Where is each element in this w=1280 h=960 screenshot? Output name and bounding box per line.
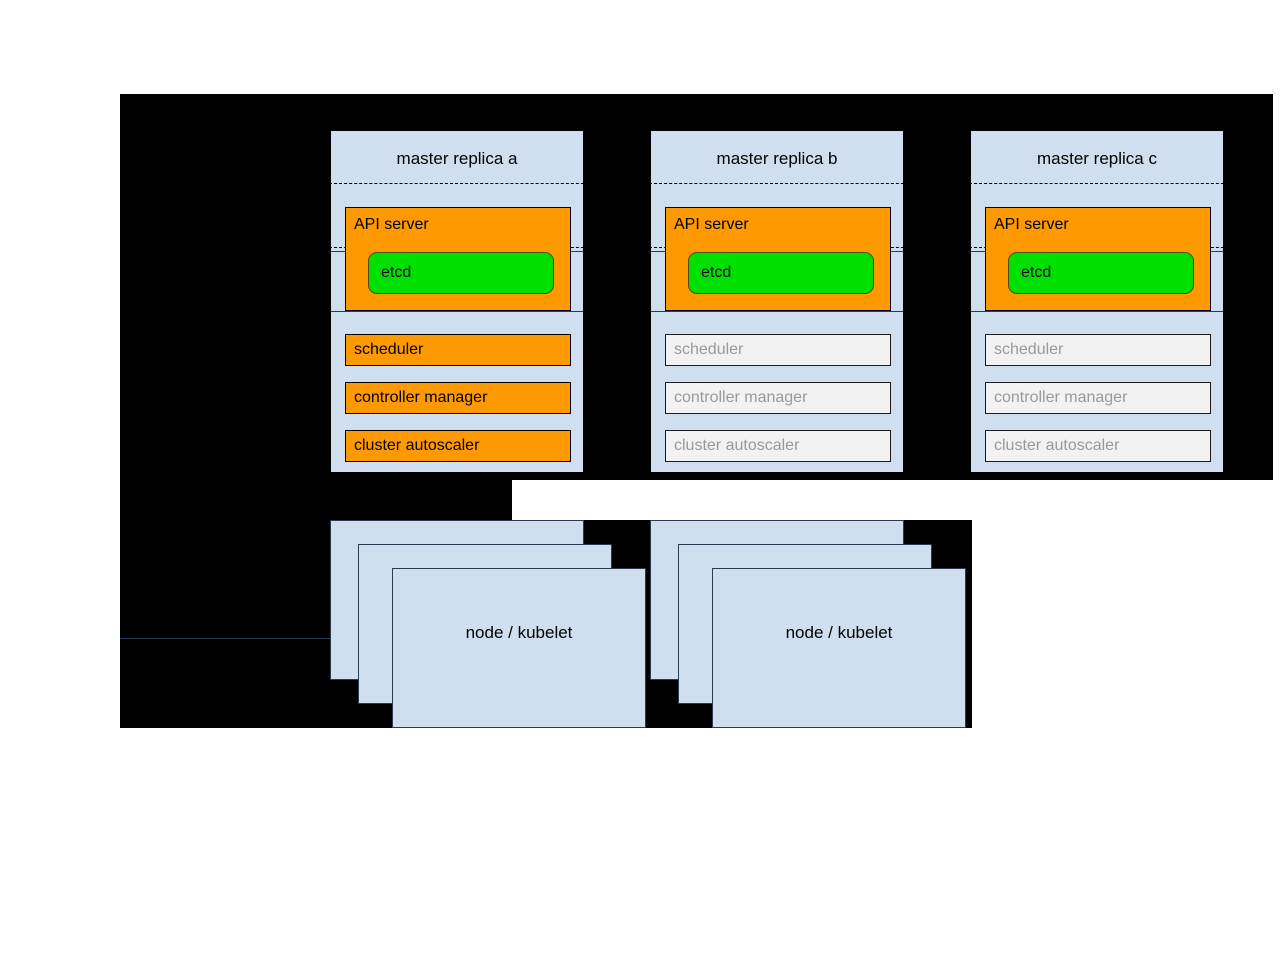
node-stack-right-card-front[interactable]: node / kubelet [712,568,966,728]
replica-a-api-server-label: API server [354,216,429,233]
replica-a-api-server-block[interactable]: API server etcd [345,207,571,311]
replica-b-cluster-autoscaler[interactable]: cluster autoscaler [665,430,891,462]
node-stack-left-label: node / kubelet [465,623,573,642]
replica-c-rule-lower [971,311,1223,312]
replica-c-etcd-box[interactable]: etcd [1008,252,1194,294]
replica-c-api-server-label: API server [994,216,1069,233]
replica-c-divider-top [971,183,1223,184]
replica-c-etcd-label: etcd [1021,264,1052,281]
replica-b-api-server-label: API server [674,216,749,233]
replica-c-controller-manager[interactable]: controller manager [985,382,1211,414]
node-band-rule [120,638,503,639]
replica-b-scheduler[interactable]: scheduler [665,334,891,366]
replica-a-divider-top [331,183,583,184]
replica-a-controller-manager[interactable]: controller manager [345,382,571,414]
replica-b-etcd-box[interactable]: etcd [688,252,874,294]
replica-c-scheduler[interactable]: scheduler [985,334,1211,366]
replica-a-etcd-label: etcd [381,264,412,281]
node-stack-right-label: node / kubelet [785,623,893,642]
replica-a-scheduler[interactable]: scheduler [345,334,571,366]
master-replica-c-card[interactable]: master replica c API server etcd schedul… [970,130,1224,473]
replica-b-rule-lower [651,311,903,312]
replica-b-etcd-label: etcd [701,264,732,281]
master-replica-a-card[interactable]: master replica a API server etcd schedul… [330,130,584,473]
master-replica-b-title: master replica b [716,149,838,168]
backdrop-gap-band [120,480,512,520]
master-replica-b-card[interactable]: master replica b API server etcd schedul… [650,130,904,473]
replica-b-api-server-block[interactable]: API server etcd [665,207,891,311]
replica-a-etcd-box[interactable]: etcd [368,252,554,294]
replica-c-cluster-autoscaler[interactable]: cluster autoscaler [985,430,1211,462]
replica-c-api-server-block[interactable]: API server etcd [985,207,1211,311]
replica-b-controller-manager[interactable]: controller manager [665,382,891,414]
replica-a-cluster-autoscaler[interactable]: cluster autoscaler [345,430,571,462]
replica-b-divider-top [651,183,903,184]
node-stack-left-card-front[interactable]: node / kubelet [392,568,646,728]
master-replica-c-title: master replica c [1037,149,1157,168]
master-replica-a-title: master replica a [396,149,518,168]
replica-a-rule-lower [331,311,583,312]
